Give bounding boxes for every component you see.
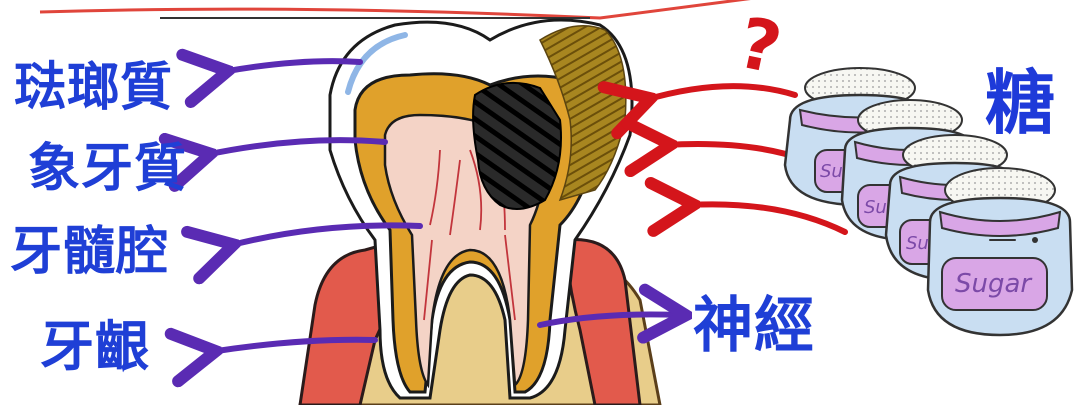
svg-text:Sugar: Sugar: [955, 269, 1033, 299]
label-pulp-cavity: 牙髓腔: [10, 226, 169, 278]
label-enamel: 琺瑯質: [14, 62, 173, 114]
sugar-jar-4: Sugar: [928, 168, 1072, 335]
arrow-sugar-3: [688, 204, 845, 232]
question-mark: ?: [732, 2, 789, 91]
label-nerve: 神經: [693, 296, 815, 356]
label-dentin: 象牙質: [28, 143, 187, 195]
decay-black: [473, 83, 561, 209]
top-banner-stroke: [40, 0, 770, 18]
arrow-sugar-1: [645, 86, 795, 100]
label-gum: 牙齦: [40, 320, 150, 374]
label-sugar: 糖: [985, 68, 1056, 138]
arrow-sugar-2: [665, 144, 805, 160]
